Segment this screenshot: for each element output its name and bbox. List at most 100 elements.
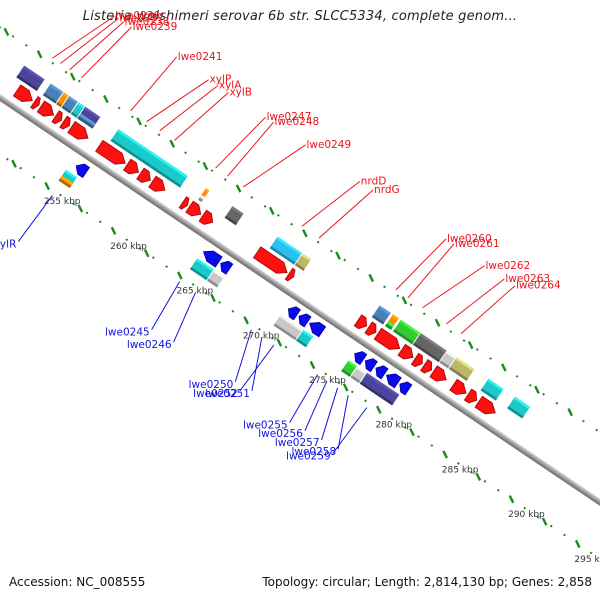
gene-label-lwe0246: lwe0246 — [127, 339, 172, 351]
forward-cog-box — [110, 129, 188, 188]
leader-line — [239, 344, 275, 392]
box-shadow — [507, 406, 524, 419]
tick-dot — [343, 258, 347, 262]
gene-label-xylB: xylB — [229, 86, 252, 98]
tick-dot — [549, 524, 553, 528]
forward-cds-arrow — [397, 343, 414, 360]
tick-dot — [462, 339, 466, 342]
tick-dash — [409, 427, 415, 437]
box-face — [189, 258, 214, 281]
arrow-body — [179, 196, 189, 210]
leader-line — [321, 387, 339, 441]
box-highlight — [356, 366, 367, 375]
gene-label-lwe0247: lwe0247 — [267, 111, 312, 123]
forward-cds-arrow — [148, 175, 166, 192]
box-shadow — [439, 360, 450, 369]
gene-label-nrdG: nrdG — [374, 184, 400, 196]
tick-dash — [177, 271, 183, 280]
tick-dot — [542, 392, 546, 396]
tick-dash — [309, 360, 316, 370]
box-highlight — [67, 96, 78, 104]
leader-line — [81, 26, 132, 79]
reverse-cog-box — [359, 372, 400, 406]
gene-label-lwe0236: lwe0236 — [115, 10, 160, 22]
forward-cds-arrow — [95, 139, 126, 165]
arrow-edge — [309, 322, 327, 338]
gene-label-lwe0245: lwe0245 — [105, 326, 150, 338]
tick-dash — [342, 383, 349, 392]
tick-dot — [218, 300, 222, 304]
tick-dot — [449, 330, 453, 334]
tick-dash — [3, 27, 10, 37]
box-face — [412, 333, 447, 363]
tick-dot — [151, 256, 155, 260]
tick-dash — [136, 117, 142, 126]
reverse-cog-box — [350, 366, 367, 384]
tick-dot — [284, 345, 288, 349]
gene-label-lwe0259: lwe0259 — [286, 451, 331, 463]
reverse-cog-box — [273, 314, 303, 341]
arrow-edge — [364, 321, 377, 336]
tick-dash — [574, 539, 581, 549]
forward-cds-arrow — [474, 395, 496, 415]
gene-label-lwe0256: lwe0256 — [258, 428, 303, 440]
arrow-body — [123, 159, 139, 174]
tick-dot — [191, 283, 195, 286]
box-highlight — [200, 194, 205, 200]
box-shadow — [350, 375, 361, 384]
map-title: Listeria welshimeri serovar 6b str. SLCC… — [82, 9, 518, 24]
leader-line — [173, 292, 197, 343]
tick-dot — [157, 133, 161, 137]
tick-dot — [396, 294, 400, 298]
arrow-edge — [75, 163, 91, 179]
scale-label: 290 kbp — [508, 510, 545, 520]
box-highlight — [399, 319, 420, 335]
arrow-body — [386, 374, 402, 388]
box-highlight — [213, 269, 225, 279]
arrow-edge — [399, 381, 413, 396]
forward-cds-arrow — [178, 196, 190, 210]
tick-dot — [430, 444, 434, 447]
reverse-cds-arrow — [364, 358, 378, 373]
tick-dot — [250, 196, 254, 199]
tick-dot — [125, 238, 129, 242]
arrow-edge — [463, 388, 478, 404]
box-highlight — [347, 360, 357, 369]
gene-label-lwe0251: lwe0251 — [205, 388, 250, 400]
box-highlight — [62, 92, 69, 98]
tick-dash — [501, 363, 507, 372]
gene-label-lwe0248: lwe0248 — [275, 116, 320, 128]
box-shadow — [448, 366, 468, 381]
tick-dot — [403, 426, 407, 430]
leader-line — [227, 121, 274, 177]
forward-cog-box-inner — [385, 320, 395, 330]
leader-line — [289, 374, 319, 423]
forward-cds-arrow — [429, 365, 447, 382]
gene-label-xylA: xylA — [219, 80, 242, 92]
arrow-edge — [95, 139, 126, 165]
reverse-cds-arrow — [354, 351, 368, 366]
forward-cds-arrow — [353, 314, 368, 330]
tick-dash — [268, 206, 275, 215]
tick-dash — [69, 72, 76, 81]
box-highlight — [365, 372, 400, 397]
reverse-cds-arrow — [386, 373, 402, 389]
arrow-body — [95, 140, 126, 165]
tick-dot — [276, 213, 280, 217]
box-highlight — [391, 314, 399, 321]
tick-dot — [210, 169, 214, 172]
box-highlight — [419, 333, 447, 353]
tick-dash — [210, 293, 216, 303]
box-face — [507, 396, 531, 419]
arrow-body — [420, 359, 432, 373]
gene-label-lwe0260: lwe0260 — [447, 233, 492, 245]
box-highlight — [301, 329, 314, 339]
scale-label: 270 kbp — [243, 331, 280, 341]
arrow-edge — [220, 260, 234, 275]
box-shadow — [294, 263, 305, 271]
arrow-edge — [51, 110, 63, 125]
box-shadow — [61, 105, 72, 114]
leader-line — [60, 18, 119, 64]
tick-dot — [383, 285, 386, 289]
